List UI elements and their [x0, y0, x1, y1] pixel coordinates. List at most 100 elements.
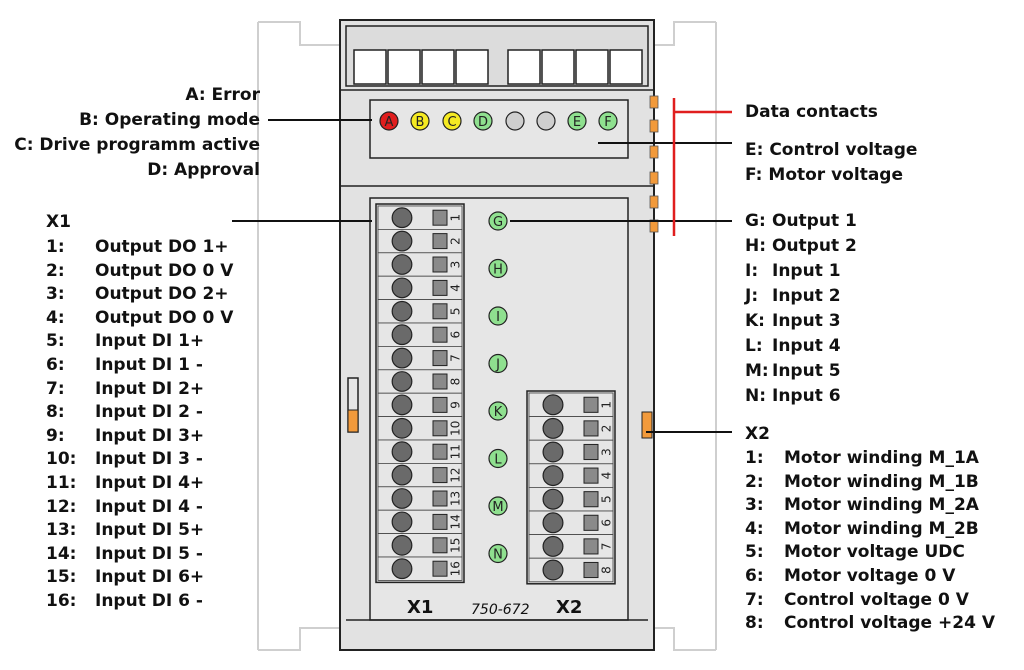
terminal-release-button[interactable]	[432, 373, 448, 390]
x1-item-text: Input DI 5+	[95, 520, 205, 541]
terminal-release-button[interactable]	[432, 326, 448, 343]
terminal-screw[interactable]	[391, 371, 413, 392]
status-led-letter: D	[478, 115, 488, 130]
io-led-letter: L	[494, 453, 502, 468]
data-contacts-bracket	[672, 98, 732, 236]
x1-item-key: 16:	[46, 591, 77, 611]
x1-item-key: 14:	[46, 543, 77, 564]
x1-item-key: 4:	[46, 307, 65, 328]
terminal-release-button[interactable]	[432, 209, 448, 226]
terminal-release-button[interactable]	[432, 350, 448, 367]
terminal-number: 2	[600, 425, 614, 433]
terminal-screw[interactable]	[391, 230, 413, 252]
terminal-screw[interactable]	[391, 441, 413, 463]
data-contact	[649, 195, 659, 209]
top-slot	[507, 49, 541, 85]
terminal-release-button[interactable]	[432, 467, 448, 484]
terminal-screw[interactable]	[542, 441, 564, 463]
x2-item-key: 3:	[745, 495, 764, 516]
label-c-drive-program: C: Drive programm active	[14, 135, 260, 155]
terminal-screw[interactable]	[542, 488, 564, 510]
x1-item-key: 12:	[46, 496, 77, 517]
label-b-operating-mode: B: Operating mode	[79, 110, 260, 130]
io-led-legend-key: M:	[745, 361, 769, 381]
terminal-release-button[interactable]	[583, 491, 599, 508]
x1-item-key: 13:	[46, 520, 77, 541]
x2-item-text: Control voltage +24 V	[784, 613, 995, 634]
terminal-release-button[interactable]	[432, 443, 448, 460]
terminal-release-button[interactable]	[432, 303, 448, 320]
x2-item-key: 7:	[745, 589, 764, 610]
terminal-release-button[interactable]	[432, 396, 448, 413]
terminal-number: 7	[600, 543, 614, 551]
io-led	[488, 543, 508, 564]
terminal-number: 12	[449, 467, 463, 482]
io-led	[488, 258, 508, 279]
terminal-screw[interactable]	[391, 324, 413, 346]
terminal-number: 14	[449, 514, 463, 529]
terminal-release-button[interactable]	[432, 490, 448, 507]
io-led-letter: K	[494, 405, 503, 420]
terminal-release-button[interactable]	[432, 233, 448, 250]
status-led-letter: E	[573, 115, 581, 130]
terminal-release-button[interactable]	[583, 561, 599, 579]
terminal-screw[interactable]	[542, 559, 564, 581]
terminal-release-button[interactable]	[583, 396, 599, 413]
terminal-screw[interactable]	[391, 558, 413, 580]
x1-item-text: Input DI 6+	[95, 567, 205, 588]
x1-item-text: Output DO 0 V	[95, 307, 234, 328]
io-led-letter: G	[493, 215, 503, 230]
terminal-screw[interactable]	[542, 535, 564, 557]
terminal-screw[interactable]	[391, 488, 413, 509]
terminal-number: 8	[449, 378, 463, 386]
x2-title: X2	[745, 424, 770, 444]
terminal-release-button[interactable]	[583, 538, 599, 555]
x1-item-text: Input DI 2+	[95, 378, 205, 399]
data-contact	[649, 171, 659, 185]
terminal-release-button[interactable]	[432, 537, 448, 554]
label-data-contacts: Data contacts	[745, 102, 878, 122]
terminal-number: 16	[449, 561, 463, 576]
terminal-number: 2	[449, 237, 463, 245]
io-led-legend-text: Output 1	[772, 211, 857, 231]
io-led	[488, 353, 508, 374]
terminal-screw[interactable]	[391, 277, 413, 299]
terminal-screw[interactable]	[391, 417, 413, 439]
x2-item-text: Motor winding M_1B	[784, 471, 979, 492]
terminal-screw[interactable]	[391, 534, 413, 556]
terminal-screw[interactable]	[542, 417, 564, 439]
terminal-screw[interactable]	[391, 254, 413, 275]
terminal-release-button[interactable]	[432, 279, 448, 296]
io-led-legend-text: Input 1	[772, 261, 841, 281]
terminal-release-button[interactable]	[583, 467, 599, 484]
terminal-release-button[interactable]	[432, 560, 448, 577]
x1-item-key: 7:	[46, 378, 65, 399]
terminal-screw[interactable]	[542, 394, 564, 416]
io-led-legend-key: J:	[745, 286, 759, 306]
terminal-release-button[interactable]	[583, 443, 599, 461]
terminal-screw[interactable]	[391, 464, 413, 486]
x1-item-key: 11:	[46, 473, 77, 493]
x1-item-key: 2:	[46, 260, 65, 281]
label-e-control-voltage: E: Control voltage	[745, 140, 918, 160]
terminal-screw[interactable]	[391, 347, 413, 369]
io-led-legend-text: Input 6	[772, 386, 841, 406]
terminal-release-button[interactable]	[432, 513, 448, 530]
x2-item-text: Motor voltage 0 V	[784, 566, 956, 586]
terminal-screw[interactable]	[391, 511, 413, 533]
terminal-screw[interactable]	[542, 512, 564, 534]
x1-item-key: 8:	[46, 402, 65, 423]
terminal-release-button[interactable]	[583, 420, 599, 437]
x1-item-text: Input DI 2 -	[95, 402, 203, 423]
terminal-screw[interactable]	[542, 465, 564, 487]
x1-item-key: 15:	[46, 567, 77, 588]
terminal-screw[interactable]	[391, 300, 413, 322]
label-f-motor-voltage: F: Motor voltage	[745, 165, 903, 185]
terminal-release-button[interactable]	[432, 256, 448, 273]
terminal-screw[interactable]	[391, 394, 413, 416]
terminal-release-button[interactable]	[583, 514, 599, 531]
terminal-release-button[interactable]	[432, 420, 448, 437]
terminal-screw[interactable]	[391, 207, 413, 229]
x1-item-text: Input DI 3 -	[95, 449, 203, 470]
